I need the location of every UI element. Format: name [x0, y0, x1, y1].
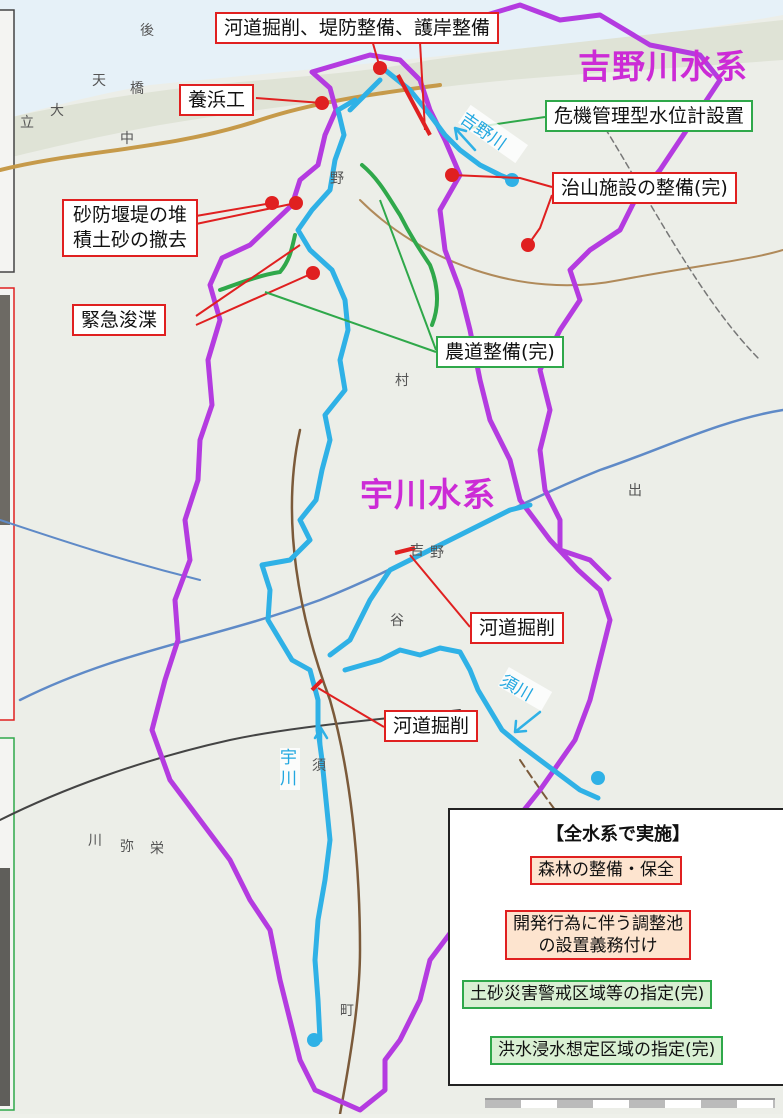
river-main — [259, 97, 358, 1043]
system-label-ukawa: 宇川水系 — [360, 475, 496, 514]
callout-lines — [195, 39, 553, 728]
river-east — [327, 502, 533, 658]
legend-item-sediment-zone: 土砂災害警戒区域等の指定(完) — [462, 980, 713, 1009]
farm-roads — [218, 163, 439, 327]
place-name: 弥 — [120, 839, 134, 855]
place-name: 橋 — [130, 81, 144, 97]
inset-photo-2 — [0, 868, 10, 1106]
place-name: 町 — [340, 1003, 354, 1019]
legend-title: 【全水系で実施】 — [546, 824, 690, 845]
inset-frame-1 — [0, 9, 15, 273]
river-ukawa-trib — [342, 645, 601, 801]
place-name: 出 — [628, 483, 642, 499]
label-sabo-sediment: 砂防堰堤の堆積土砂の撤去 — [62, 199, 198, 257]
legend-item-forest: 森林の整備・保全 — [530, 856, 682, 885]
place-name: 野 — [430, 545, 444, 561]
legend-box: 【全水系で実施】 森林の整備・保全 開発行為に伴う調整池 の設置義務付け 土砂災… — [448, 808, 783, 1086]
place-name: 後 — [140, 23, 154, 39]
river-end-1 — [505, 173, 519, 187]
place-name: 須 — [312, 758, 326, 774]
river-end-3 — [307, 1033, 321, 1047]
label-channel-excavation-low: 河道掘削 — [384, 710, 479, 742]
label-channel-embankment: 河道掘削、堤防整備、護岸整備 — [215, 12, 500, 44]
label-beach-nourishment: 養浜工 — [179, 84, 255, 116]
place-name: 立 — [20, 115, 34, 131]
label-channel-excavation-mid: 河道掘削 — [470, 612, 565, 644]
label-water-level-gauge: 危機管理型水位計設置 — [545, 100, 754, 132]
place-name: 中 — [120, 131, 134, 147]
inset-photo-1 — [0, 295, 10, 525]
place-name: 栄 — [150, 841, 164, 857]
river-label-ukawa: 宇川 — [280, 748, 300, 790]
place-name: 村 — [395, 373, 409, 389]
rivers — [259, 67, 601, 1043]
river-end-2 — [591, 771, 605, 785]
site-markers — [265, 61, 535, 280]
label-farm-road: 農道整備(完) — [436, 336, 564, 368]
place-name: 大 — [50, 103, 64, 119]
river-yoshino — [382, 67, 515, 183]
legend-item-retention-pond: 開発行為に伴う調整池 の設置義務付け — [505, 910, 691, 960]
label-emergency-dredging: 緊急浚渫 — [72, 304, 167, 336]
place-name: 天 — [92, 73, 106, 89]
place-name: 吉 — [410, 543, 424, 559]
place-name: 川 — [88, 833, 102, 849]
river-coast — [347, 77, 383, 113]
label-forest-facility: 治山施設の整備(完) — [552, 172, 737, 204]
legend-item-flood-zone: 洪水浸水想定区域の指定(完) — [490, 1036, 724, 1065]
place-name: 谷 — [390, 613, 404, 629]
basin-north — [428, 2, 723, 582]
system-label-yoshino: 吉野川水系 — [578, 47, 748, 86]
scale-bar — [485, 1098, 775, 1108]
place-name: 野 — [330, 171, 344, 187]
